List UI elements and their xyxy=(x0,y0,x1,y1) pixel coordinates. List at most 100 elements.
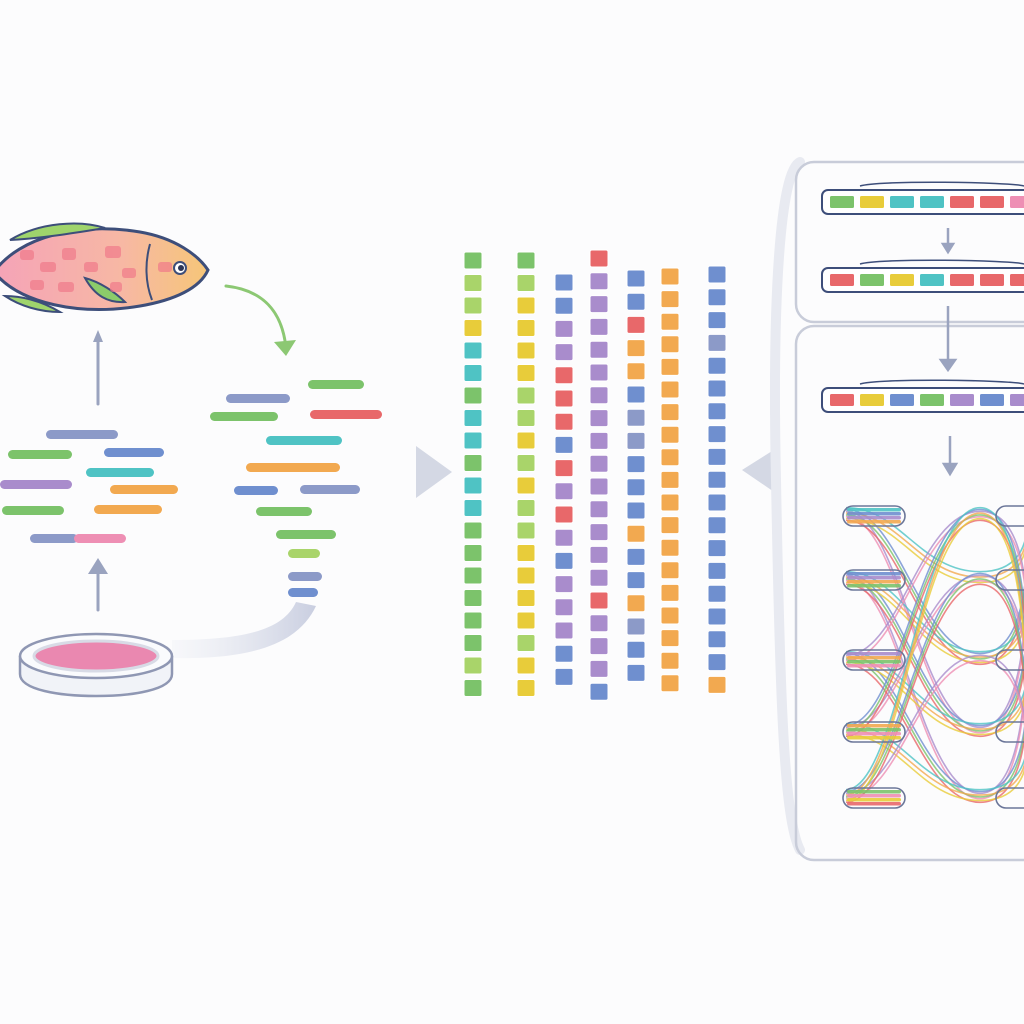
track-arc xyxy=(859,181,1024,187)
read-block xyxy=(589,545,609,564)
read-block xyxy=(660,448,680,467)
strand xyxy=(845,572,1024,793)
read-block xyxy=(554,482,574,501)
read-block xyxy=(554,366,574,385)
read-block xyxy=(554,296,574,315)
dna-fragment xyxy=(74,534,126,543)
read-block xyxy=(707,675,727,694)
read-block xyxy=(463,499,483,517)
strand xyxy=(845,519,1024,666)
track-block xyxy=(1010,196,1024,208)
read-block xyxy=(660,470,680,489)
dna-fragment xyxy=(2,506,64,515)
read-block xyxy=(463,341,483,360)
read-block xyxy=(660,583,680,602)
read-block xyxy=(626,292,646,311)
read-block xyxy=(516,409,536,427)
track-block xyxy=(920,196,944,208)
dna-fragment xyxy=(256,507,312,516)
petri-dish-icon xyxy=(18,632,174,698)
read-block xyxy=(554,644,574,663)
read-block xyxy=(463,251,483,270)
strand xyxy=(845,515,1024,662)
dna-fragment xyxy=(288,549,320,558)
strand xyxy=(845,583,1024,804)
read-block xyxy=(463,544,483,562)
strand xyxy=(845,576,1024,658)
strand xyxy=(845,574,1024,795)
track-arc xyxy=(859,259,1024,265)
read-block xyxy=(554,319,574,338)
dna-fragment xyxy=(276,530,336,539)
read-block xyxy=(589,659,609,678)
read-block xyxy=(626,547,646,566)
strand xyxy=(845,654,1024,795)
read-block xyxy=(463,319,483,337)
read-block xyxy=(516,274,536,292)
read-block xyxy=(554,551,574,570)
read-block xyxy=(463,521,483,540)
dna-fragment xyxy=(104,448,164,457)
strand xyxy=(845,583,1024,738)
read-block xyxy=(589,500,609,519)
read-block xyxy=(626,663,646,682)
dna-fragment xyxy=(110,485,178,494)
strand xyxy=(845,510,1024,729)
read-block xyxy=(554,343,574,362)
track-block xyxy=(890,394,914,406)
dna-fragment xyxy=(0,480,72,489)
read-block xyxy=(660,493,680,512)
read-block xyxy=(626,594,646,613)
read-block xyxy=(660,606,680,625)
strand xyxy=(845,508,1024,727)
read-block xyxy=(660,674,680,693)
read-block xyxy=(707,493,727,512)
fish-icon xyxy=(0,222,210,314)
read-block xyxy=(516,341,536,360)
read-block xyxy=(660,403,680,422)
read-block xyxy=(554,621,574,640)
read-block xyxy=(626,478,646,497)
read-block xyxy=(463,454,483,472)
read-block xyxy=(463,566,483,585)
read-block xyxy=(554,389,574,408)
read-block xyxy=(589,682,609,701)
read-block xyxy=(707,516,727,535)
dna-fragment xyxy=(288,572,322,581)
read-block xyxy=(516,499,536,517)
read-block xyxy=(516,544,536,562)
read-block xyxy=(463,634,483,652)
read-block xyxy=(516,296,536,315)
strand xyxy=(845,517,1024,584)
read-block xyxy=(589,272,609,291)
read-block xyxy=(626,640,646,659)
read-block xyxy=(626,524,646,543)
strand xyxy=(845,659,1024,800)
read-block xyxy=(554,435,574,454)
track-block xyxy=(860,196,884,208)
strand xyxy=(845,514,1024,732)
read-block xyxy=(516,386,536,405)
read-block xyxy=(707,447,727,466)
read-block xyxy=(589,637,609,656)
read-block xyxy=(660,380,680,399)
read-block xyxy=(626,431,646,450)
read-block xyxy=(589,317,609,336)
read-block xyxy=(463,589,483,607)
read-block xyxy=(660,425,680,444)
dna-fragment xyxy=(8,450,72,459)
strand xyxy=(845,581,1024,664)
read-block xyxy=(463,274,483,292)
chevron-right-icon xyxy=(416,446,452,498)
read-block xyxy=(626,571,646,590)
strand xyxy=(845,515,1024,734)
track-block xyxy=(830,394,854,406)
read-block xyxy=(707,288,727,307)
read-block xyxy=(589,386,609,405)
read-block xyxy=(707,402,727,421)
strand xyxy=(845,572,1024,727)
strand xyxy=(845,578,1024,732)
fragment-group-left xyxy=(0,430,178,543)
strand xyxy=(845,514,1024,660)
